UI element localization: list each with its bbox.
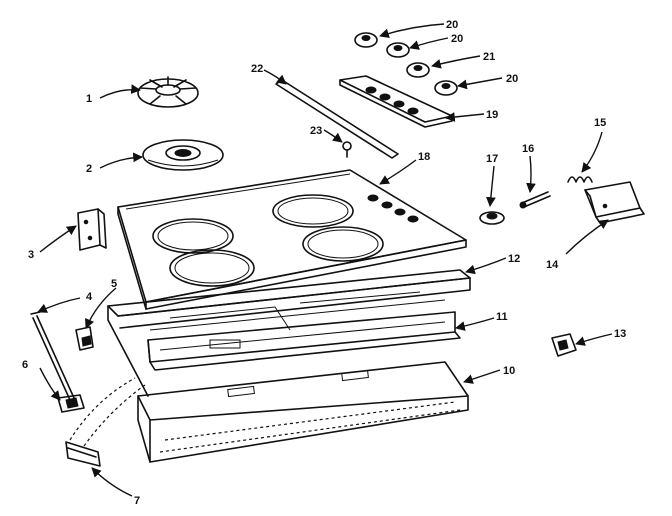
callout-19: 19 — [486, 109, 498, 121]
control-knobs — [354, 32, 458, 96]
callout-20c: 20 — [506, 73, 518, 85]
grommet — [65, 377, 146, 467]
valve-knob — [479, 211, 505, 225]
callout-7: 7 — [134, 495, 140, 507]
ignitor-electrode — [519, 191, 551, 209]
callout-20b: 20 — [451, 33, 463, 45]
rear-strip — [275, 79, 399, 159]
screw — [342, 141, 352, 158]
callout-12: 12 — [508, 253, 520, 265]
callout-2: 2 — [86, 163, 92, 175]
callout-6: 6 — [22, 359, 28, 371]
side-bracket — [77, 208, 107, 251]
callout-11: 11 — [496, 311, 508, 323]
callout-20a: 20 — [446, 19, 458, 31]
drip-bowl — [142, 139, 224, 171]
callout-1: 1 — [86, 93, 92, 105]
callout-labels: 1 2 3 4 5 6 7 10 11 12 13 14 15 16 17 18… — [22, 19, 626, 507]
clip — [75, 326, 94, 351]
spring — [567, 176, 593, 183]
callout-13: 13 — [614, 328, 626, 340]
callout-3: 3 — [28, 249, 34, 261]
callout-21: 21 — [483, 51, 495, 63]
callout-18: 18 — [418, 151, 430, 163]
front-trim — [147, 311, 461, 371]
callout-15: 15 — [594, 117, 606, 129]
control-panel — [339, 75, 453, 128]
cooktop — [117, 169, 467, 310]
callout-17: 17 — [486, 153, 498, 165]
callout-5: 5 — [111, 278, 117, 290]
bottom-pan — [137, 361, 469, 463]
callout-14: 14 — [546, 259, 559, 271]
callout-23: 23 — [310, 125, 322, 137]
hinge — [57, 394, 85, 413]
mounting-bracket — [584, 181, 645, 224]
ignitor-switch — [551, 333, 577, 357]
callout-22: 22 — [251, 63, 263, 75]
callout-16: 16 — [522, 143, 534, 155]
main-frame — [107, 269, 471, 397]
callout-10: 10 — [503, 365, 515, 377]
callout-4: 4 — [86, 291, 93, 303]
burner-grate — [137, 76, 199, 108]
support-rod — [30, 311, 75, 401]
leader-arrows — [37, 23, 613, 497]
